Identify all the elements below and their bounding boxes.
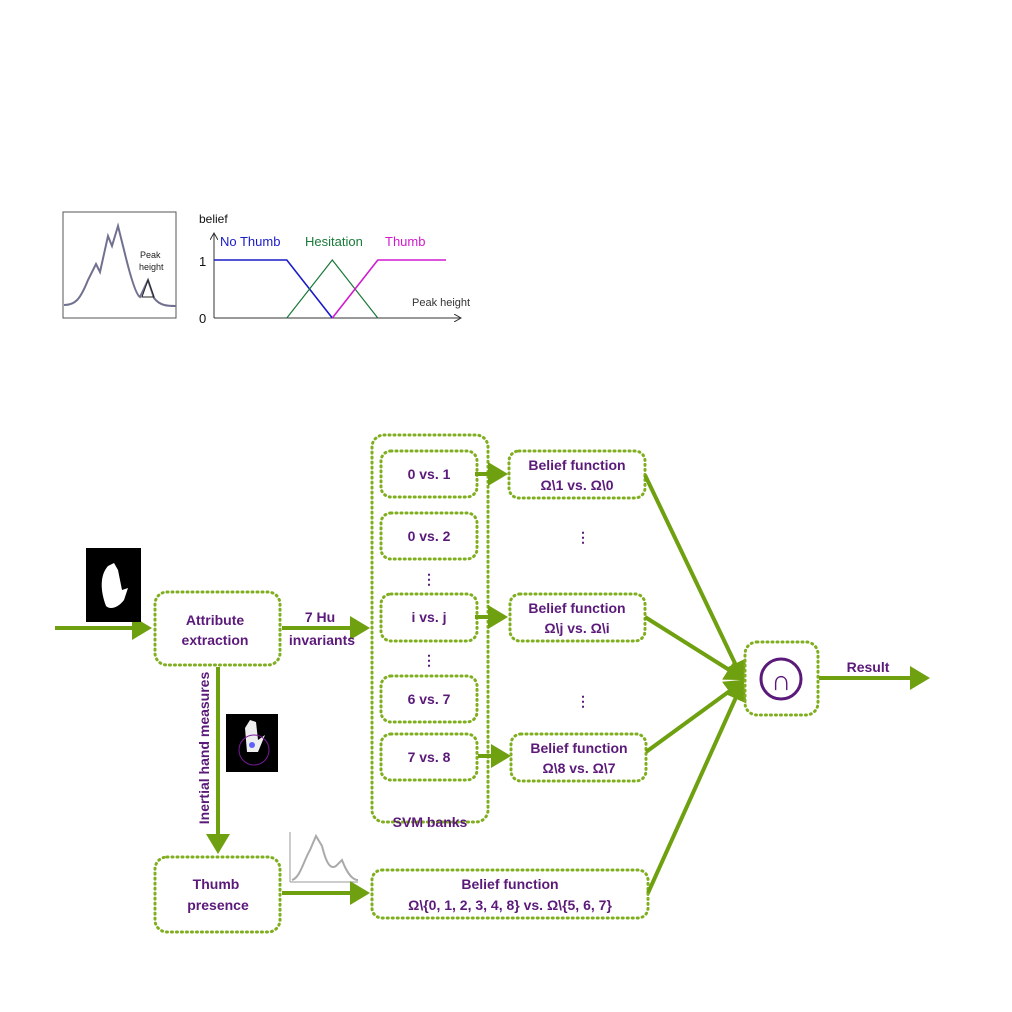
fusion-arrow — [646, 680, 747, 894]
series-hesitation — [286, 259, 379, 319]
thumb-presence-box — [153, 855, 282, 934]
inertial-label: Inertial hand measures — [196, 672, 212, 825]
y-tick-0: 0 — [199, 311, 206, 326]
legend-no-thumb: No Thumb — [220, 234, 280, 249]
series-no-thumb — [214, 259, 333, 319]
intersection-symbol: ∩ — [771, 665, 791, 696]
svm-0-1: 0 vs. 1 — [379, 449, 479, 499]
result-label: Result — [847, 659, 890, 675]
peak-label-2: height — [139, 262, 164, 272]
y-tick-1: 1 — [199, 254, 206, 269]
ellipsis: ⋮ — [576, 693, 590, 709]
peak-height-axis-label: Peak height — [412, 297, 470, 309]
svg-text:0 vs. 1: 0 vs. 1 — [408, 466, 451, 482]
svm-banks-label: SVM banks — [393, 814, 468, 830]
mini-peak-plot — [289, 832, 359, 883]
belief-axis-label: belief — [199, 212, 228, 226]
svg-text:Belief function: Belief function — [530, 740, 627, 756]
hu-label-1: 7 Hu — [305, 609, 335, 625]
svm-7-8: 7 vs. 8 — [379, 732, 479, 782]
svg-text:Belief function: Belief function — [528, 600, 625, 616]
legend-thumb: Thumb — [385, 234, 425, 249]
svm-i-j: i vs. j — [379, 592, 479, 643]
svm-6-7: 6 vs. 7 — [379, 674, 479, 724]
attribute-label-1: Attribute — [186, 612, 245, 628]
intersection-icon — [759, 657, 803, 701]
fusion-arrow — [643, 615, 746, 681]
svg-text:Ω\{0, 1, 2, 3, 4, 8} vs. Ω\{5,: Ω\{0, 1, 2, 3, 4, 8} vs. Ω\{5, 6, 7} — [408, 897, 612, 913]
hu-label-2: invariants — [289, 632, 355, 648]
svg-text:Ω\j vs. Ω\i: Ω\j vs. Ω\i — [544, 620, 609, 636]
hand-silhouette-image — [86, 548, 141, 622]
svg-text:Ω\1 vs. Ω\0: Ω\1 vs. Ω\0 — [540, 477, 613, 493]
svg-text:Ω\8 vs. Ω\7: Ω\8 vs. Ω\7 — [542, 760, 615, 776]
peak-height-plot: Peak height — [62, 211, 177, 319]
ellipsis: ⋮ — [422, 571, 436, 587]
belief-chart: belief Peak height 1 0 No Thumb Hesitati… — [199, 212, 470, 326]
svg-text:i vs. j: i vs. j — [411, 609, 446, 625]
legend-hesitation: Hesitation — [305, 234, 363, 249]
thumb-label-1: Thumb — [193, 876, 240, 892]
hand-measures-image — [226, 714, 278, 772]
attribute-extraction-box — [153, 590, 282, 667]
attribute-label-2: extraction — [182, 632, 249, 648]
svg-text:Belief function: Belief function — [461, 876, 558, 892]
svg-text:7 vs. 8: 7 vs. 8 — [408, 749, 451, 765]
fusion-arrow — [643, 474, 746, 682]
svg-text:Belief function: Belief function — [528, 457, 625, 473]
ellipsis: ⋮ — [422, 652, 436, 668]
intersection-box — [743, 640, 820, 717]
series-thumb — [331, 259, 447, 319]
svm-0-2: 0 vs. 2 — [379, 511, 479, 561]
ellipsis: ⋮ — [576, 529, 590, 545]
svg-text:0 vs. 2: 0 vs. 2 — [408, 528, 451, 544]
svg-text:6 vs. 7: 6 vs. 7 — [408, 691, 451, 707]
thumb-label-2: presence — [187, 897, 249, 913]
peak-label-1: Peak — [140, 250, 161, 260]
